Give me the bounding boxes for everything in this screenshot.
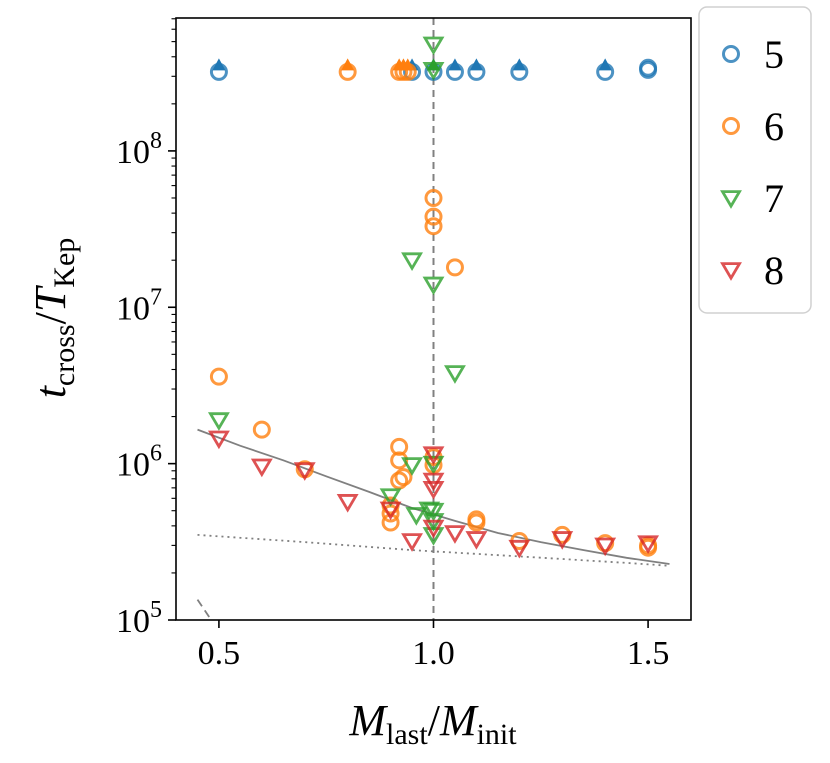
data-point: [422, 36, 445, 56]
lower-limit-arrow-head: [512, 58, 526, 71]
data-point: [467, 510, 486, 529]
chart-marks: [196, 18, 670, 620]
lower-limit-arrow-head: [598, 58, 612, 71]
legend-marker: [722, 45, 740, 63]
x-tick-label: 1.5: [627, 635, 670, 672]
data-point: [390, 451, 409, 470]
data-point: [422, 481, 445, 500]
y-tick-label: 106: [116, 441, 162, 484]
data-point: [394, 468, 413, 487]
data-point: [424, 217, 443, 236]
legend-label: 8: [764, 248, 784, 293]
y-tick-label: 108: [116, 128, 162, 171]
x-axis-label: Mlast/Minit: [348, 696, 517, 751]
legend-label: 5: [764, 32, 784, 77]
legend-label: 7: [764, 176, 784, 221]
data-point: [293, 462, 316, 481]
data-point: [422, 276, 445, 296]
data-point: [405, 507, 428, 526]
data-point: [424, 207, 443, 226]
data-point: [401, 252, 423, 272]
data-point: [390, 471, 409, 490]
y-tick-label: 107: [116, 284, 162, 327]
data-point: [336, 494, 359, 513]
data-point: [422, 502, 445, 522]
lower-limit-arrow-head: [448, 58, 462, 71]
legend-item-6: 6: [722, 104, 784, 149]
data-point: [207, 412, 230, 431]
legend-marker: [722, 117, 740, 135]
lower-limit-arrow-head: [427, 58, 440, 71]
data-point: [207, 430, 230, 450]
data-point: [401, 457, 423, 476]
y-tick-label: 105: [116, 597, 162, 640]
x-tick-label: 0.5: [198, 635, 241, 672]
lower-limit-arrow-head: [212, 58, 226, 71]
data-point: [444, 525, 466, 544]
data-point: [422, 519, 445, 539]
legend-marker: [720, 190, 742, 209]
legend-item-5: 5: [722, 32, 784, 77]
legend-item-8: 8: [720, 248, 784, 293]
data-point: [637, 535, 660, 555]
legend-marker: [720, 262, 742, 281]
data-point: [252, 420, 271, 439]
legend: 5 6 7 8: [698, 6, 812, 314]
data-point: [250, 458, 273, 478]
legend-item-7: 7: [720, 176, 784, 221]
data-point: [209, 367, 228, 386]
data-point: [401, 533, 423, 552]
lower-limit-arrow-head: [469, 58, 483, 71]
data-point: [390, 437, 409, 456]
lower-limit-arrow-head: [341, 58, 355, 71]
lower-limit-arrow-head: [401, 58, 415, 71]
data-point: [508, 539, 531, 559]
data-point: [639, 60, 658, 79]
y-axis-label: tcross/TKep: [26, 238, 81, 399]
axis-ticks: 0.5 1.0 1.5 105 106 107 108: [116, 18, 670, 672]
legend-label: 6: [764, 104, 784, 149]
x-tick-label: 1.0: [412, 635, 455, 672]
data-point: [422, 446, 445, 465]
data-point: [424, 188, 443, 207]
legend-box: [698, 6, 812, 314]
fit-curve-dashed: [196, 599, 212, 620]
data-point: [465, 531, 488, 550]
series-7: [207, 36, 466, 546]
series-8: [207, 430, 660, 559]
data-point: [379, 501, 402, 521]
data-point: [551, 531, 574, 550]
data-point: [594, 537, 617, 557]
data-point: [379, 488, 402, 507]
data-point: [422, 455, 445, 475]
data-point: [445, 258, 464, 277]
data-point: [444, 365, 466, 384]
